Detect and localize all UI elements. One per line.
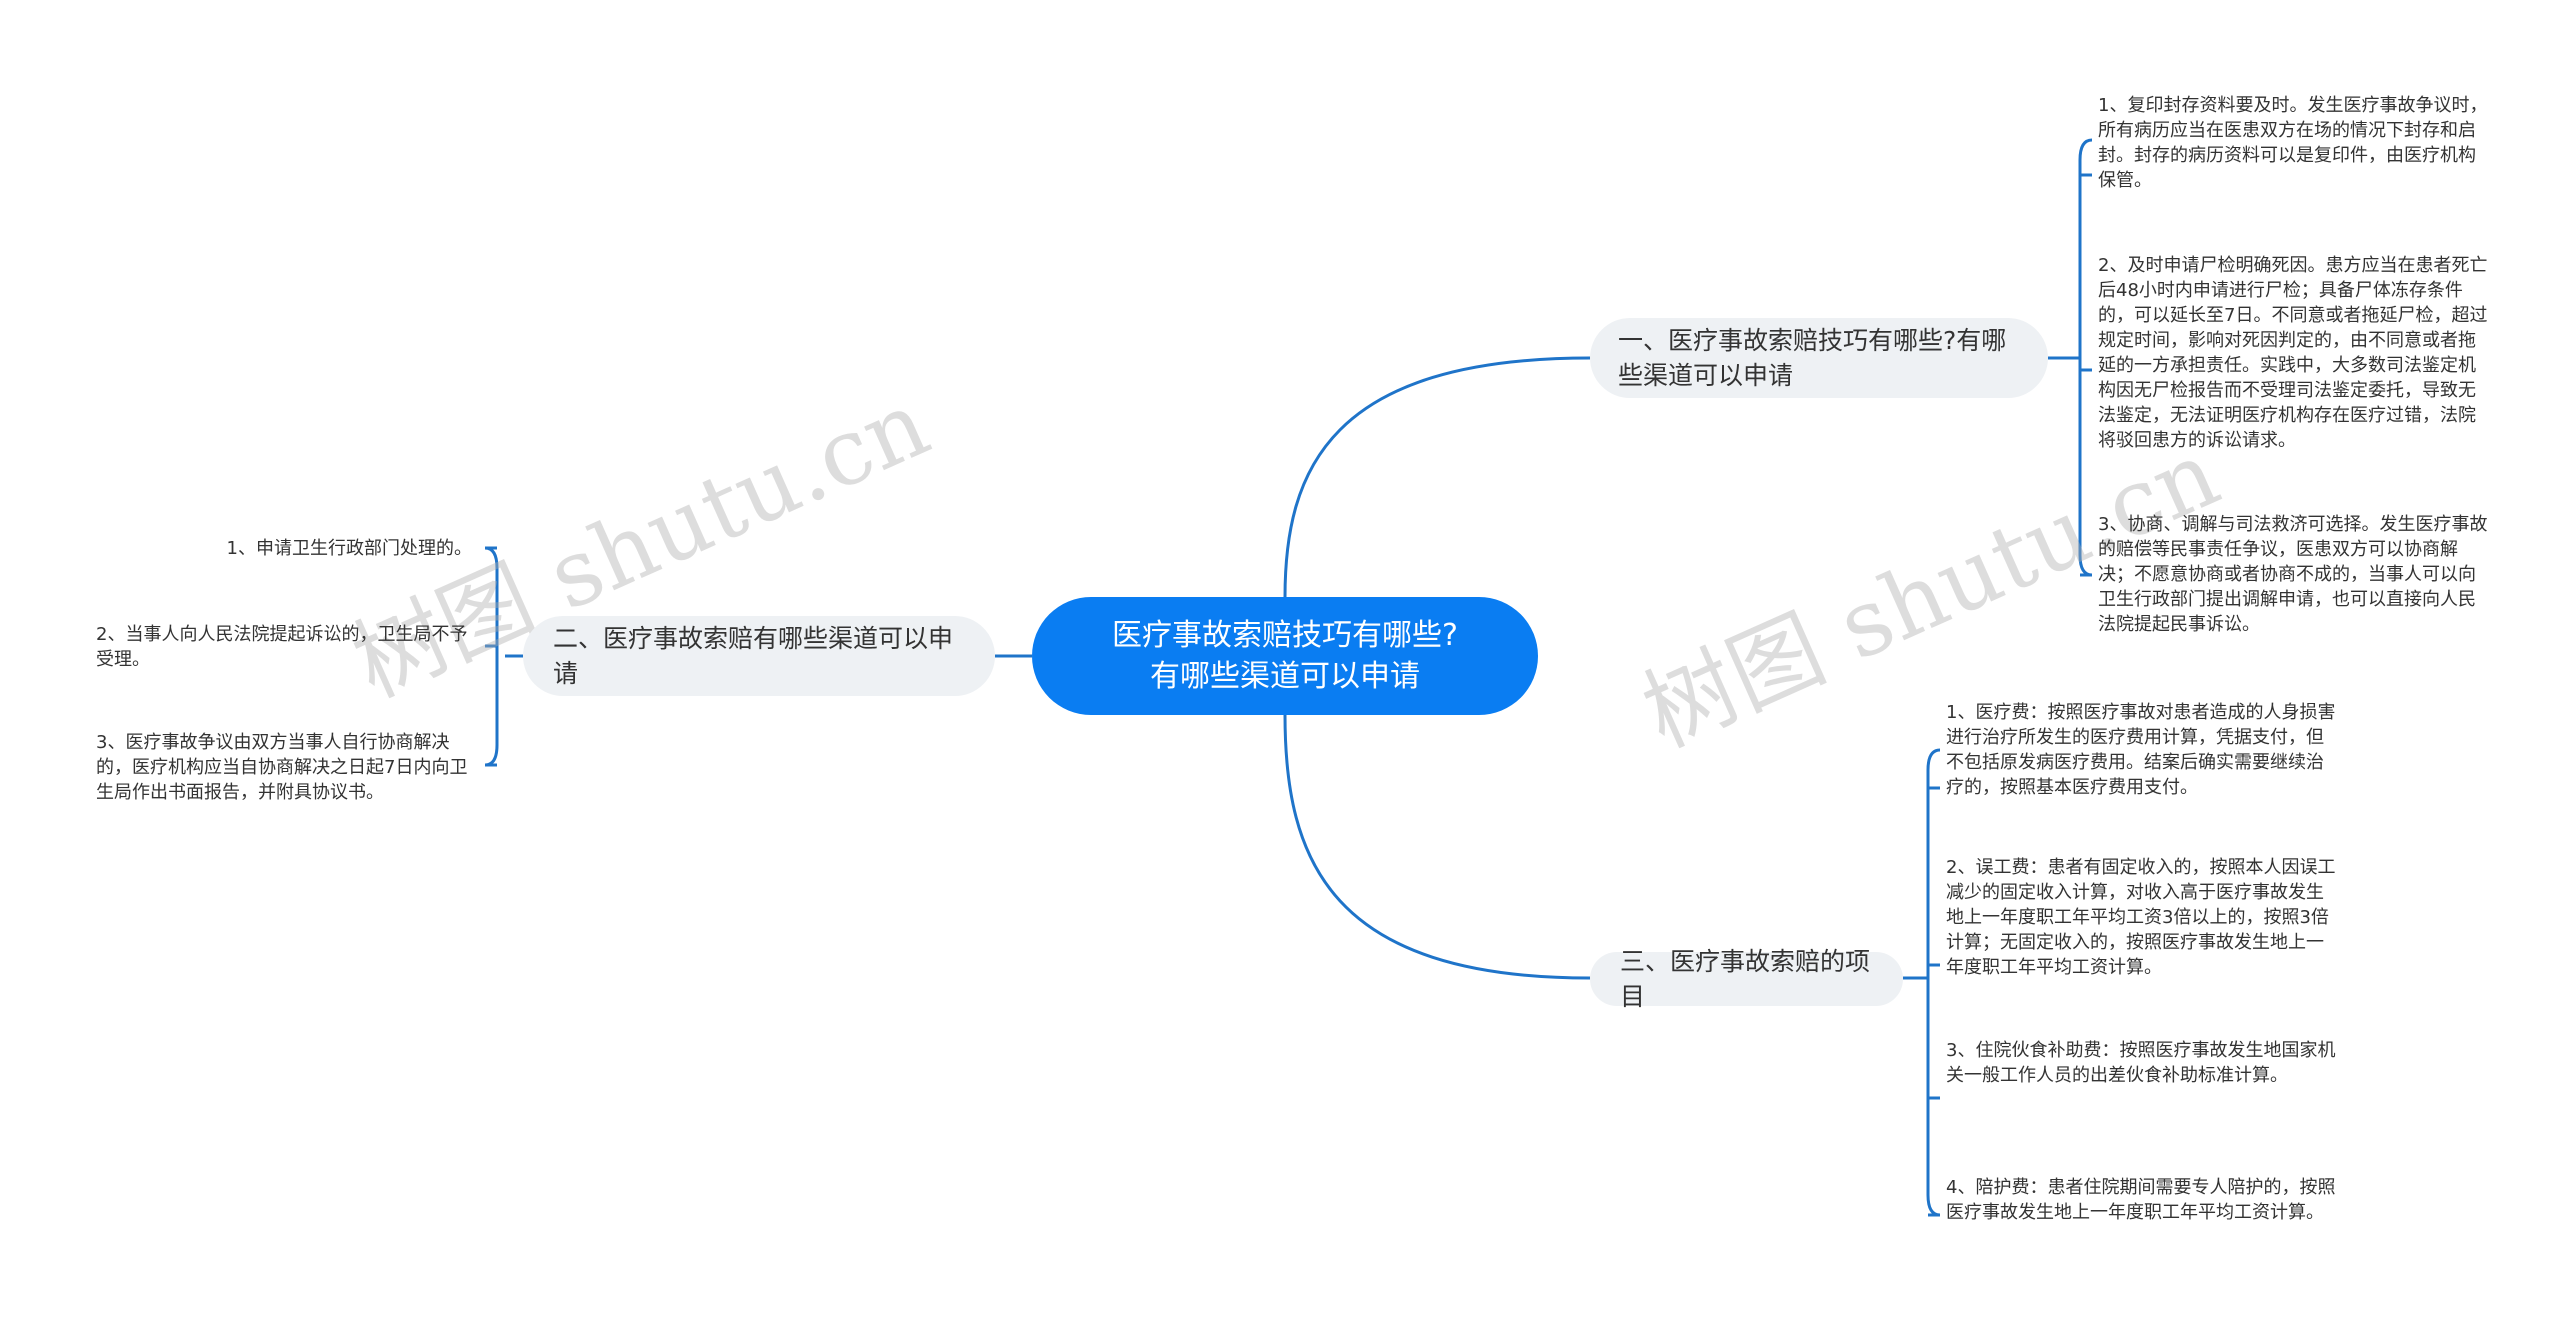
branch-tips-label: 一、医疗事故索赔技巧有哪些?有哪些渠道可以申请 [1618, 326, 2007, 390]
connector-root-b1 [1283, 356, 1591, 598]
branch-channels[interactable]: 二、医疗事故索赔有哪些渠道可以申请 [523, 616, 995, 696]
branch-items[interactable]: 三、医疗事故索赔的项目 [1590, 947, 1903, 1011]
bracket-b1 [2078, 138, 2093, 577]
root-topic[interactable]: 医疗事故索赔技巧有哪些? 有哪些渠道可以申请 [1032, 597, 1538, 715]
leaf-channels-3: 3、医疗事故争议由双方当事人自行协商解决的，医疗机构应当自协商解决之日起7日内向… [96, 732, 468, 803]
leaf-items-3: 3、住院伙食补助费：按照医疗事故发生地国家机关一般工作人员的出差伙食补助标准计算… [1946, 1040, 2336, 1086]
branch-tips[interactable]: 一、医疗事故索赔技巧有哪些?有哪些渠道可以申请 [1590, 318, 2048, 398]
leaf-channels-2: 2、当事人向人民法院提起诉讼的，卫生局不予受理。 [96, 624, 468, 670]
leaf-channels-1: 1、申请卫生行政部门处理的。 [226, 538, 472, 559]
connector-root-b3 [1283, 714, 1591, 980]
bracket-b3 [1926, 748, 1941, 1217]
bracket-b2 [484, 546, 499, 767]
root-topic-line2: 有哪些渠道可以申请 [1150, 659, 1420, 694]
leaf-items-4: 4、陪护费：患者住院期间需要专人陪护的，按照医疗事故发生地上一年度职工年平均工资… [1946, 1177, 2336, 1223]
branch-items-label: 三、医疗事故索赔的项目 [1620, 947, 1871, 1011]
branch-channels-label: 二、医疗事故索赔有哪些渠道可以申请 [553, 624, 954, 688]
leaf-items-1: 1、医疗费：按照医疗事故对患者造成的人身损害进行治疗所发生的医疗费用计算，凭据支… [1946, 702, 2336, 798]
leaf-items-2: 2、误工费：患者有固定收入的，按照本人因误工减少的固定收入计算，对收入高于医疗事… [1946, 857, 2336, 978]
leaf-tips-3: 3、协商、调解与司法救济可选择。发生医疗事故的赔偿等民事责任争议，医患双方可以协… [2098, 514, 2488, 635]
leaf-tips-2: 2、及时申请尸检明确死因。患方应当在患者死亡后48小时内申请进行尸检；具备尸体冻… [2098, 255, 2488, 451]
root-topic-line1: 医疗事故索赔技巧有哪些? [1112, 618, 1458, 653]
leaf-tips-1: 1、复印封存资料要及时。发生医疗事故争议时，所有病历应当在医患双方在场的情况下封… [2098, 95, 2488, 191]
